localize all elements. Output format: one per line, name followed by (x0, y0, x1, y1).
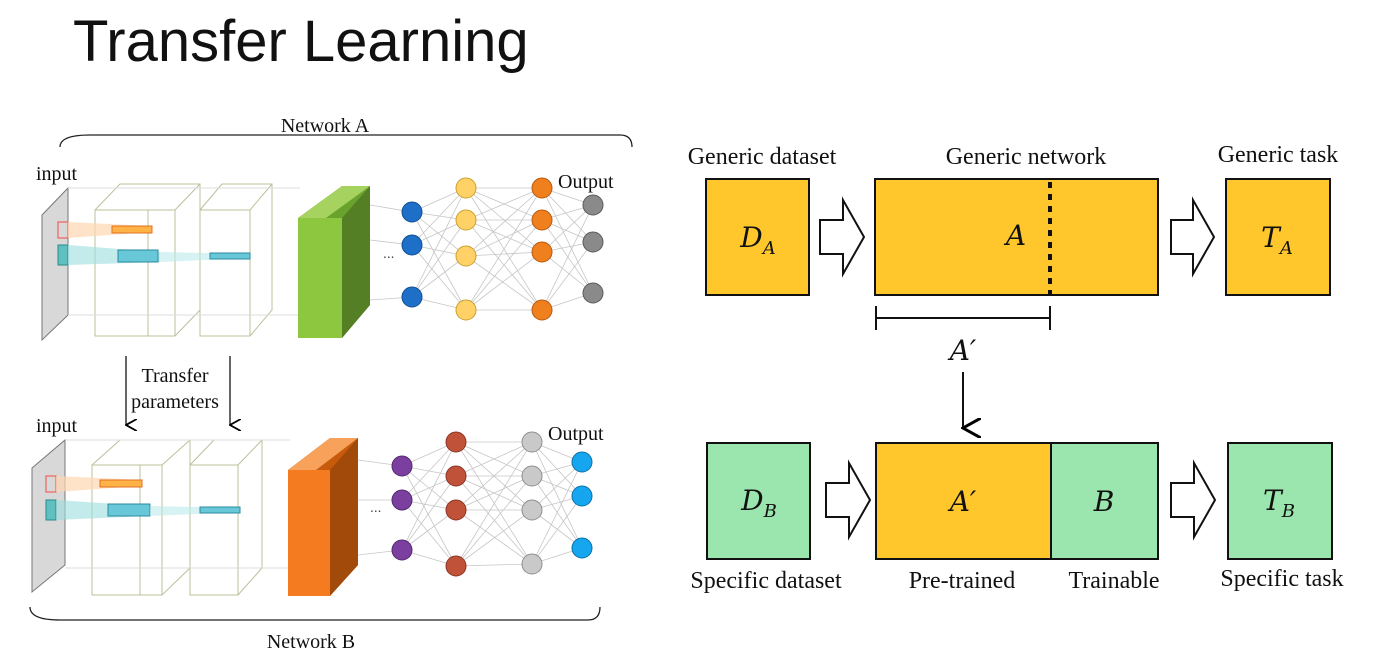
generic-dataset-symbol: DA (739, 221, 775, 259)
generic-task-symbol: TA (1261, 221, 1293, 259)
arrow-network-to-task-a (1170, 196, 1216, 278)
trainable-box (1050, 442, 1159, 560)
network-a-label: Network A (281, 115, 370, 137)
generic-dataset-box (705, 178, 810, 296)
generic-network-box (874, 178, 1159, 296)
input-a-label: input (36, 163, 78, 185)
a-prime-bracket (875, 306, 1051, 330)
arrow-dataset-to-network-a (819, 196, 866, 278)
specific-task-box (1227, 442, 1333, 560)
network-b-brace (29, 606, 601, 621)
specific-dataset-symbol: DB (740, 484, 777, 522)
network-b-label: Network B (267, 631, 355, 653)
dense-block-a (298, 186, 370, 338)
pre-trained-label: Pre-trained (909, 568, 1016, 594)
network-a-brace (59, 134, 633, 148)
network-a-diagram: Network A input Output (36, 115, 633, 342)
transfer-label-line1: Transfer (141, 365, 208, 387)
specific-dataset-label: Specific dataset (690, 568, 842, 594)
nodes-a (401, 177, 604, 321)
generic-task-label: Generic task (1218, 142, 1339, 168)
output-b-label: Output (548, 423, 604, 445)
generic-network-label: Generic network (946, 144, 1107, 170)
ellipsis-a: ... (383, 247, 394, 261)
a-prime-label: A′ (947, 334, 977, 367)
output-a-label: Output (558, 171, 614, 193)
input-b-label: input (36, 415, 78, 437)
specific-task-symbol: TB (1263, 484, 1295, 522)
ellipsis-b: ... (370, 501, 381, 515)
trainable-symbol: B (1093, 485, 1115, 518)
page-title: Transfer Learning (73, 9, 529, 74)
generic-task-box (1225, 178, 1331, 296)
arrow-dataset-to-network-b (825, 459, 872, 541)
network-b-diagram: input Output ... (29, 415, 604, 653)
generic-dataset-label: Generic dataset (688, 144, 837, 170)
dense-block-b (288, 438, 358, 596)
pre-trained-symbol: A′ (947, 485, 977, 518)
transfer-arrows: Transfer parameters (126, 356, 230, 425)
nodes-b (391, 431, 593, 577)
specific-dataset-box (706, 442, 811, 560)
transfer-label-line2: parameters (131, 391, 219, 413)
trainable-label: Trainable (1068, 568, 1159, 594)
generic-network-symbol: A (1003, 219, 1026, 252)
arrow-network-to-task-b (1170, 459, 1217, 541)
transfer-flow-diagram: Generic dataset Generic network Generic … (688, 142, 1344, 594)
specific-task-label: Specific task (1220, 566, 1343, 592)
